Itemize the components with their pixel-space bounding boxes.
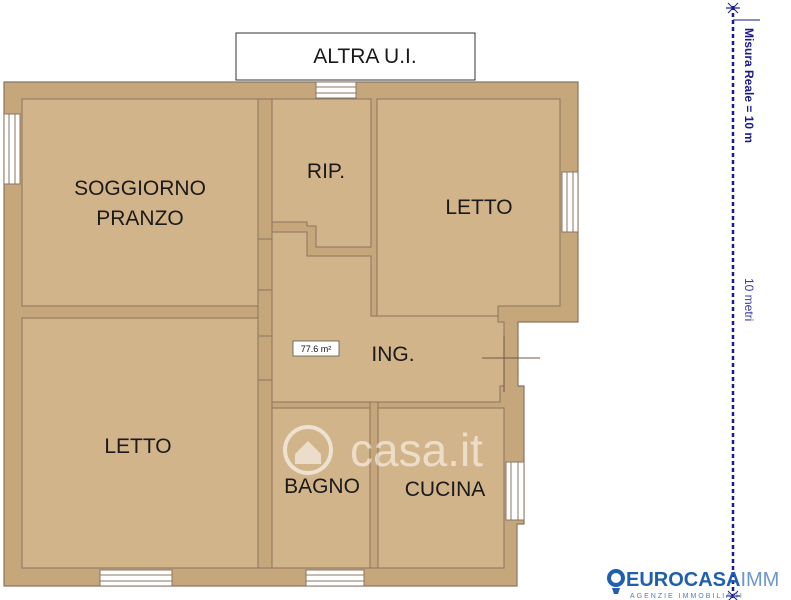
entrance-door <box>482 336 540 392</box>
eurocasa-logo-icon <box>607 569 625 594</box>
wall-stub-soggiorno <box>257 98 273 240</box>
wall-bagno-cucina <box>369 401 379 569</box>
label-letto-bottom: LETTO <box>104 435 171 458</box>
wall-stub-bagno <box>257 379 273 569</box>
watermark-text: casa.it <box>350 424 483 476</box>
brand-name-part1: EUROCASA <box>626 569 740 591</box>
scale-length-label: 10 metri <box>742 278 756 321</box>
watermark: casa.it <box>283 424 483 476</box>
room-soggiorno <box>21 98 259 307</box>
label-bagno: BAGNO <box>284 475 360 498</box>
scale-end-icon <box>727 2 739 600</box>
area-badge-text: 77.6 m² <box>301 344 332 354</box>
area-badge: 77.6 m² <box>292 340 340 357</box>
house-icon <box>283 425 333 475</box>
adjacent-unit-label: ALTRA U.I. <box>313 45 416 68</box>
room-cucina <box>377 407 505 569</box>
room-ripostiglio <box>271 98 372 248</box>
scale-measure-label: Misura Reale = 10 m <box>742 28 756 143</box>
brand-logo: EUROCASAIMM AGENZIE IMMOBILIARI <box>607 569 779 600</box>
label-rip: RIP. <box>307 160 345 183</box>
window-left <box>3 113 21 185</box>
window-bottom-mid <box>305 569 365 587</box>
label-letto-top: LETTO <box>445 196 512 219</box>
window-top <box>315 81 357 99</box>
label-soggiorno-line2: PRANZO <box>96 207 184 230</box>
brand-tagline: AGENZIE IMMOBILIARI <box>630 593 744 600</box>
room-ingresso <box>271 231 505 403</box>
label-ingresso: ING. <box>371 343 414 366</box>
window-bottom-left <box>99 569 173 587</box>
wall-stub-letto <box>257 289 273 337</box>
room-letto-bottom <box>21 317 259 569</box>
window-kitchen <box>505 461 525 521</box>
scale-bar: Misura Reale = 10 m 10 metri <box>726 2 760 600</box>
wall-bagno-top <box>271 401 379 409</box>
label-cucina: CUCINA <box>405 478 486 501</box>
window-right <box>561 171 579 233</box>
adjacent-unit: ALTRA U.I. <box>235 32 476 81</box>
brand-name-part2: IMM <box>740 569 779 591</box>
brand-name: EUROCASAIMM <box>626 569 779 591</box>
label-soggiorno-line1: SOGGIORNO <box>74 177 206 200</box>
